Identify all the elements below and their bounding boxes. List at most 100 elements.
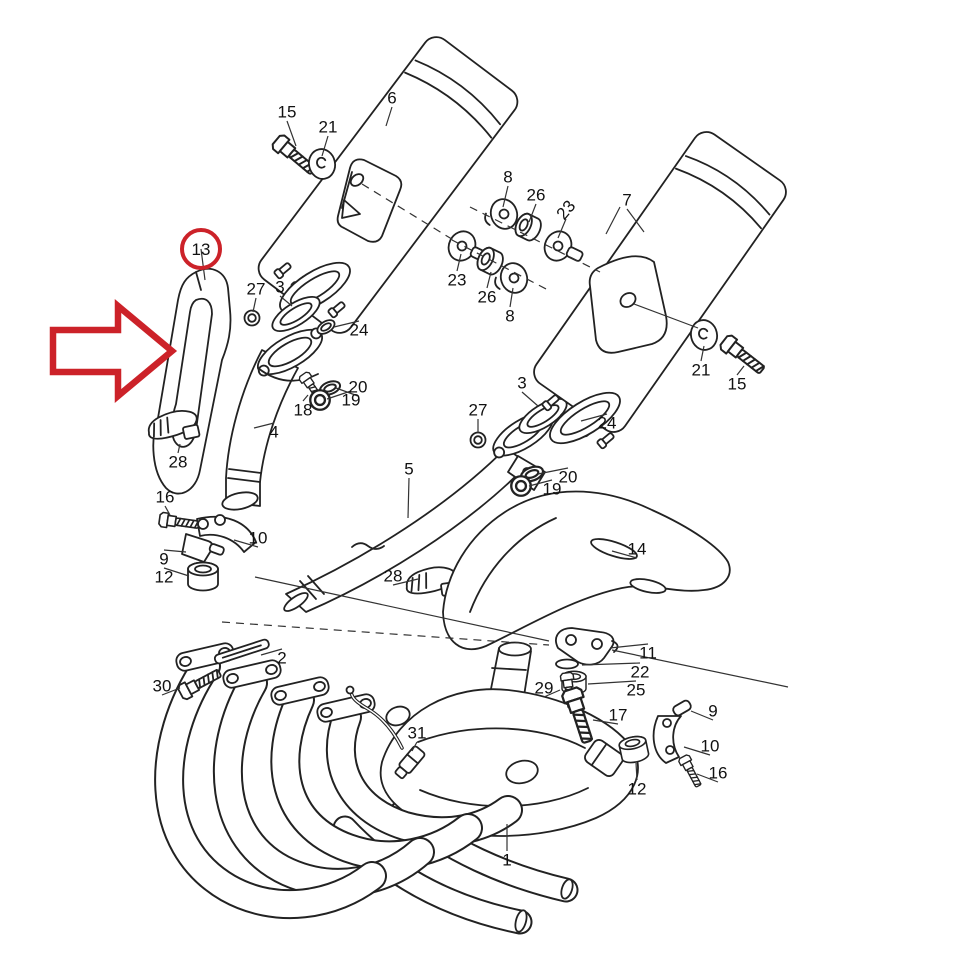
part-callout-3: 3: [275, 277, 285, 297]
leader-line: [528, 203, 537, 223]
part-callout-15: 15: [277, 102, 297, 122]
part-callout-21: 21: [691, 360, 711, 380]
leader-line: [163, 549, 187, 553]
leader-line: [690, 710, 714, 721]
gasket-2: [213, 638, 270, 665]
oxygen-sensor-31: [345, 685, 426, 780]
leader-line: [587, 680, 637, 685]
leader-line: [700, 345, 705, 362]
leader-line: [321, 135, 329, 157]
collector-box: [379, 688, 639, 837]
mid-pipe-right-group: [283, 391, 731, 746]
hanger-9-left: [181, 533, 225, 563]
leader-line: [164, 505, 171, 516]
part-callout-26: 26: [526, 185, 546, 205]
mid-pipe-4: [221, 349, 299, 511]
leader-line: [385, 106, 393, 127]
leader-line: [609, 643, 649, 649]
leader-line: [233, 539, 259, 548]
part-callout-4: 4: [269, 422, 279, 442]
part-callout-8: 8: [505, 306, 515, 326]
header-assembly: [154, 638, 705, 935]
mid-pipe-left-group: [144, 267, 343, 592]
pipe4-flange: [257, 327, 323, 377]
leader-line: [407, 477, 410, 519]
part-callout-24: 24: [349, 320, 369, 340]
leader-line: [626, 208, 645, 233]
part-callout-15: 15: [727, 374, 747, 394]
leader-line: [451, 239, 549, 291]
muffler-7-inlet: [540, 391, 621, 450]
part-callout-30: 30: [152, 676, 172, 696]
part-callout-26: 26: [477, 287, 497, 307]
part-callout-2: 2: [277, 648, 287, 668]
part-callout-28: 28: [383, 566, 403, 586]
leader-line: [411, 741, 418, 752]
leader-line: [611, 649, 789, 688]
leader-line: [502, 185, 509, 208]
leader-line: [581, 662, 641, 666]
part-callout-19: 19: [341, 390, 361, 410]
leader-line: [592, 719, 619, 725]
leader-line: [161, 687, 181, 696]
leader-line: [635, 762, 638, 781]
part-callout-25: 25: [626, 680, 646, 700]
left-hanger-group: [157, 511, 257, 592]
leader-line: [254, 576, 550, 642]
part-callout-20: 20: [348, 377, 368, 397]
leader-line: [253, 422, 275, 429]
red-highlight-arrow: [49, 299, 178, 403]
part-callout-19: 19: [542, 479, 562, 499]
leader-line: [469, 206, 601, 273]
part-callout-23: 23: [552, 196, 580, 224]
leader-line: [333, 320, 360, 328]
leader-line: [683, 746, 711, 756]
leader-line: [605, 206, 621, 235]
part-callout-22: 22: [630, 662, 650, 682]
leader-line: [521, 391, 539, 407]
part-callout-27: 27: [468, 400, 488, 420]
leader-line: [537, 467, 569, 475]
leader-line: [252, 297, 257, 313]
part-callout-8: 8: [503, 167, 513, 187]
part-callout-16: 16: [155, 487, 175, 507]
part-callout-5: 5: [404, 459, 414, 479]
header-pipes: [154, 651, 523, 920]
part-callout-9: 9: [159, 549, 169, 569]
leader-line: [177, 443, 181, 454]
leader-line: [543, 689, 561, 698]
part-callout-10: 10: [700, 736, 720, 756]
leader-line: [286, 120, 297, 147]
leader-line: [528, 479, 553, 487]
part-callout-24: 24: [597, 413, 617, 433]
part-callout-28: 28: [168, 452, 188, 472]
part-callout-23: 23: [447, 270, 467, 290]
heat-shield-13: [152, 267, 232, 495]
leader-line: [279, 295, 293, 307]
leader-lines: [161, 106, 789, 851]
part-callout-16: 16: [708, 763, 728, 783]
leader-line: [163, 567, 190, 577]
part-callout-31: 31: [407, 723, 427, 743]
leader-line: [580, 413, 608, 422]
part-callout-9: 9: [708, 701, 718, 721]
hanger-9-right: [672, 699, 692, 717]
part-callout-27: 27: [246, 279, 266, 299]
right-hanger-group: [584, 699, 705, 790]
leader-line: [611, 550, 638, 559]
part-callout-21: 21: [318, 117, 338, 137]
leader-line: [557, 218, 567, 239]
part-callout-13: 13: [180, 228, 222, 270]
leader-line: [486, 271, 492, 289]
part-callout-29: 29: [534, 678, 554, 698]
muffler-right-7: [533, 131, 787, 450]
part-callout-10: 10: [248, 528, 268, 548]
leader-line: [302, 394, 309, 402]
part-callout-14: 14: [627, 539, 647, 559]
washer-22: [555, 658, 579, 670]
leader-line: [326, 390, 352, 400]
